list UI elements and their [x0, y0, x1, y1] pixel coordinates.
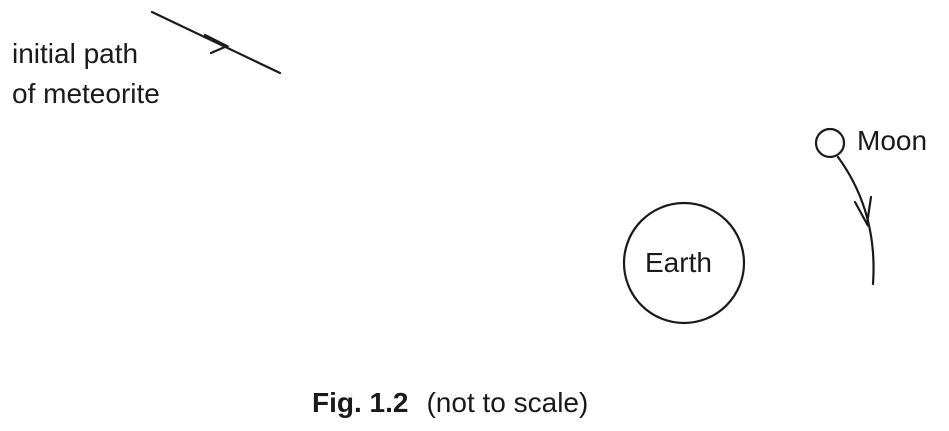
moon-label: Moon: [857, 125, 928, 156]
meteorite-path-label: initial path of meteorite: [12, 34, 160, 114]
meteorite-path-label-line1: initial path: [12, 38, 139, 69]
meteorite-path-label-line2: of meteorite: [12, 78, 160, 109]
earth-label: Earth: [645, 247, 712, 278]
moon-orbit-path: [836, 155, 875, 286]
figure-note: (not to scale): [426, 387, 589, 418]
figure-caption: Fig. 1.2 (not to scale): [312, 386, 588, 420]
figure-number: Fig. 1.2: [312, 387, 409, 418]
earth-circle: [622, 201, 746, 325]
moon-circle: [814, 127, 846, 159]
meteorite-path-line: [150, 10, 282, 75]
meteorite-arrowhead: [203, 33, 230, 55]
moon-orbit-arrowhead: [853, 195, 873, 228]
